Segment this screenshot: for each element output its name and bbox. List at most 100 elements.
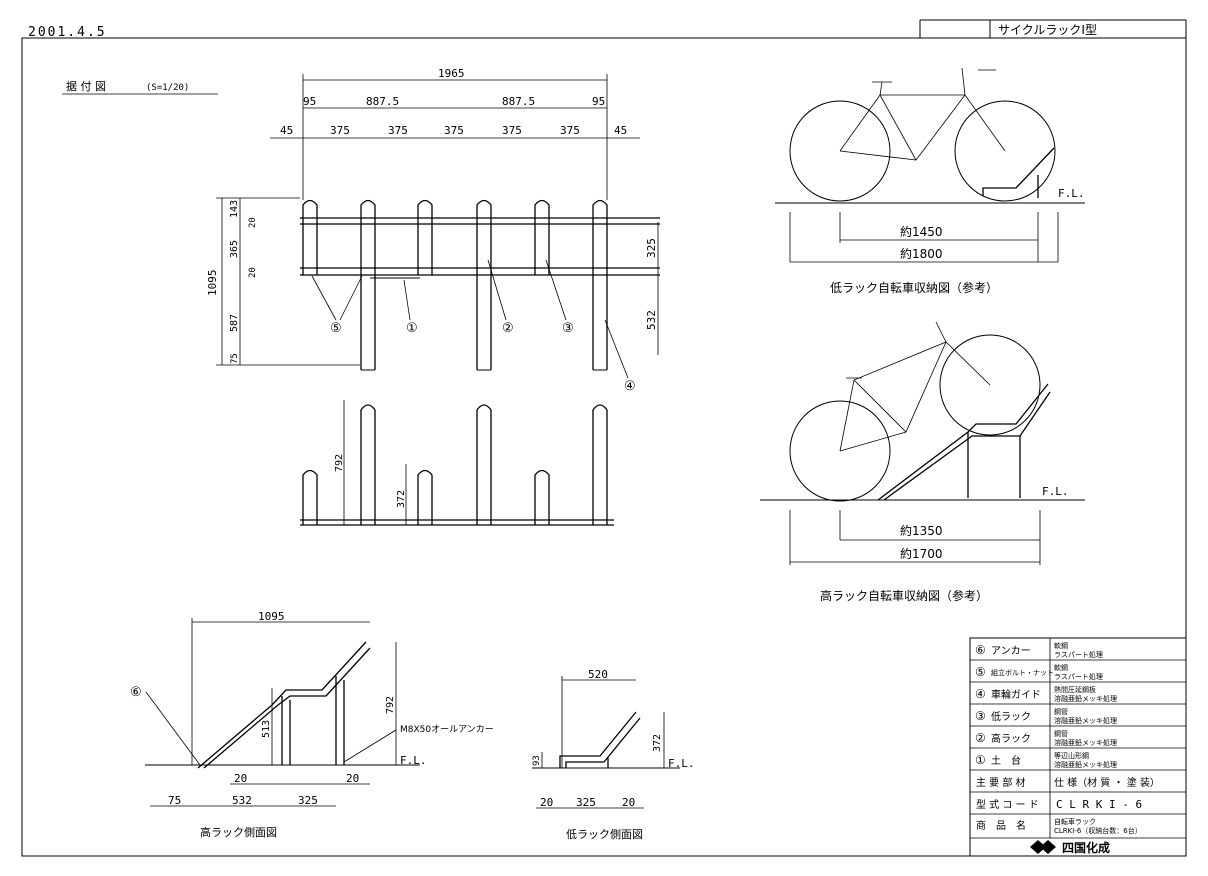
- svg-text:143: 143: [229, 200, 240, 218]
- plan-dims-left: 1095 143 20 365 20 587 75: [206, 197, 360, 366]
- part-row: ② 高ラック 鋼管 溶融亜鉛メッキ処理: [975, 729, 1117, 747]
- svg-text:513: 513: [261, 720, 272, 738]
- svg-text:⑤: ⑤: [330, 321, 342, 336]
- svg-text:溶融亜鉛メッキ処理: 溶融亜鉛メッキ処理: [1054, 694, 1117, 703]
- svg-text:325: 325: [576, 796, 596, 809]
- svg-text:⑥: ⑥: [130, 685, 142, 700]
- svg-text:20: 20: [346, 772, 359, 785]
- svg-text:②: ②: [502, 321, 514, 336]
- svg-text:375: 375: [330, 124, 350, 137]
- svg-text:F.L.: F.L.: [1058, 187, 1085, 200]
- svg-text:1095: 1095: [206, 270, 219, 297]
- drawing-date: 2001.4.5: [28, 25, 107, 40]
- svg-text:商 品 名: 商 品 名: [976, 819, 1026, 832]
- svg-text:C L R K I - 6: C L R K I - 6: [1056, 798, 1142, 811]
- svg-text:約1700: 約1700: [900, 546, 943, 561]
- svg-text:高ラック: 高ラック: [991, 732, 1031, 745]
- svg-text:45: 45: [280, 124, 293, 137]
- maker-logo: 四国化成: [1030, 840, 1110, 855]
- svg-text:887.5: 887.5: [502, 95, 535, 108]
- plan-title: 据 付 図: [66, 79, 106, 93]
- ref-low-caption: 低ラック自転車収納図（参考）: [830, 280, 998, 295]
- svg-text:93: 93: [532, 755, 542, 766]
- front-elevation: 792 372: [300, 400, 614, 526]
- parts-table: ⑥ アンカー 軟鋼 ラスパート処理 ⑤ 組立ボルト・ナット 軟鋼 ラスパート処理…: [969, 637, 1187, 857]
- svg-text:F.L.: F.L.: [668, 757, 695, 770]
- part-row: ⑥ アンカー 軟鋼 ラスパート処理: [975, 641, 1103, 659]
- svg-text:軟鋼: 軟鋼: [1054, 641, 1068, 650]
- svg-text:熱間圧延鋼板: 熱間圧延鋼板: [1054, 685, 1096, 694]
- svg-text:④: ④: [624, 379, 636, 394]
- svg-text:約1350: 約1350: [900, 523, 943, 538]
- ref-high-view: 約1350 約1700 F.L. 高ラック自転車収納図（参考）: [760, 321, 1085, 603]
- svg-text:仕 様（材 質 ・ 塗 装）: 仕 様（材 質 ・ 塗 装）: [1054, 776, 1160, 789]
- ref-high-caption: 高ラック自転車収納図（参考）: [820, 588, 988, 603]
- side-high-title: 高ラック側面図: [200, 825, 277, 839]
- ref-low-view: 約1450 約1800 F.L. 低ラック自転車収納図（参考）: [775, 67, 1085, 295]
- svg-text:③: ③: [562, 321, 574, 336]
- part-row: ① 土 台 等辺山形鋼 溶融亜鉛メッキ処理: [975, 751, 1117, 769]
- part-row: ④ 車輪ガイド 熱間圧延鋼板 溶融亜鉛メッキ処理: [975, 685, 1117, 703]
- svg-text:95: 95: [592, 95, 605, 108]
- side-high-view: 1095 792 513 ⑥ M8X50オールアンカー F.L. 75 532 …: [130, 610, 494, 839]
- svg-text:③: ③: [975, 709, 986, 723]
- svg-text:792: 792: [334, 454, 345, 472]
- svg-text:520: 520: [588, 668, 608, 681]
- svg-text:車輪ガイド: 車輪ガイド: [991, 688, 1041, 701]
- plan-dims-top: 1965 95 887.5 887.5 95 45 375 375 375 37…: [270, 67, 640, 200]
- svg-text:溶融亜鉛メッキ処理: 溶融亜鉛メッキ処理: [1054, 738, 1117, 747]
- svg-text:低ラック: 低ラック: [991, 710, 1031, 723]
- svg-text:20: 20: [622, 796, 635, 809]
- svg-text:532: 532: [645, 310, 658, 330]
- plan-view: [300, 199, 660, 371]
- svg-text:ラスパート処理: ラスパート処理: [1054, 650, 1103, 659]
- svg-text:887.5: 887.5: [366, 95, 399, 108]
- svg-text:主 要 部 材: 主 要 部 材: [976, 776, 1026, 789]
- plan-dims-right: 325 532: [645, 222, 659, 355]
- svg-text:④: ④: [975, 687, 986, 701]
- sheet-frame: [21, 19, 1187, 857]
- svg-text:溶融亜鉛メッキ処理: 溶融亜鉛メッキ処理: [1054, 716, 1117, 725]
- svg-text:①: ①: [406, 321, 418, 336]
- svg-text:F.L.: F.L.: [1042, 485, 1069, 498]
- svg-text:1965: 1965: [438, 67, 465, 80]
- svg-text:M8X50オールアンカー: M8X50オールアンカー: [400, 724, 494, 735]
- svg-text:20: 20: [248, 217, 258, 228]
- svg-text:792: 792: [385, 696, 396, 714]
- svg-text:約1450: 約1450: [900, 224, 943, 239]
- svg-text:約1800: 約1800: [900, 246, 943, 261]
- svg-text:鋼管: 鋼管: [1054, 707, 1068, 716]
- svg-text:372: 372: [396, 490, 407, 508]
- svg-text:325: 325: [298, 794, 318, 807]
- svg-text:⑤: ⑤: [975, 665, 986, 679]
- svg-text:45: 45: [614, 124, 627, 137]
- side-low-title: 低ラック側面図: [566, 828, 643, 841]
- drawing-title: サイクルラックⅠ型: [998, 23, 1097, 37]
- svg-text:型 式 コ ー ド: 型 式 コ ー ド: [976, 798, 1039, 811]
- svg-text:ラスパート処理: ラスパート処理: [1054, 672, 1103, 681]
- svg-text:四国化成: 四国化成: [1062, 840, 1110, 855]
- svg-text:20: 20: [234, 772, 247, 785]
- svg-text:軟鋼: 軟鋼: [1054, 663, 1068, 672]
- part-row: ⑤ 組立ボルト・ナット 軟鋼 ラスパート処理: [975, 663, 1103, 681]
- svg-text:365: 365: [229, 240, 240, 258]
- svg-text:20: 20: [540, 796, 553, 809]
- part-row: ③ 低ラック 鋼管 溶融亜鉛メッキ処理: [975, 707, 1117, 725]
- svg-text:20: 20: [248, 267, 258, 278]
- plan-scale: (S=1/20): [146, 83, 189, 93]
- svg-text:土 台: 土 台: [991, 754, 1021, 767]
- svg-text:532: 532: [232, 794, 252, 807]
- svg-text:等辺山形鋼: 等辺山形鋼: [1054, 751, 1089, 760]
- svg-text:587: 587: [229, 314, 240, 332]
- svg-text:372: 372: [652, 734, 663, 752]
- svg-text:75: 75: [168, 794, 181, 807]
- svg-text:⑥: ⑥: [975, 643, 986, 657]
- svg-text:組立ボルト・ナット: 組立ボルト・ナット: [991, 668, 1054, 677]
- svg-text:325: 325: [645, 238, 658, 258]
- svg-text:375: 375: [502, 124, 522, 137]
- svg-text:②: ②: [975, 731, 986, 745]
- svg-text:95: 95: [303, 95, 316, 108]
- svg-text:375: 375: [444, 124, 464, 137]
